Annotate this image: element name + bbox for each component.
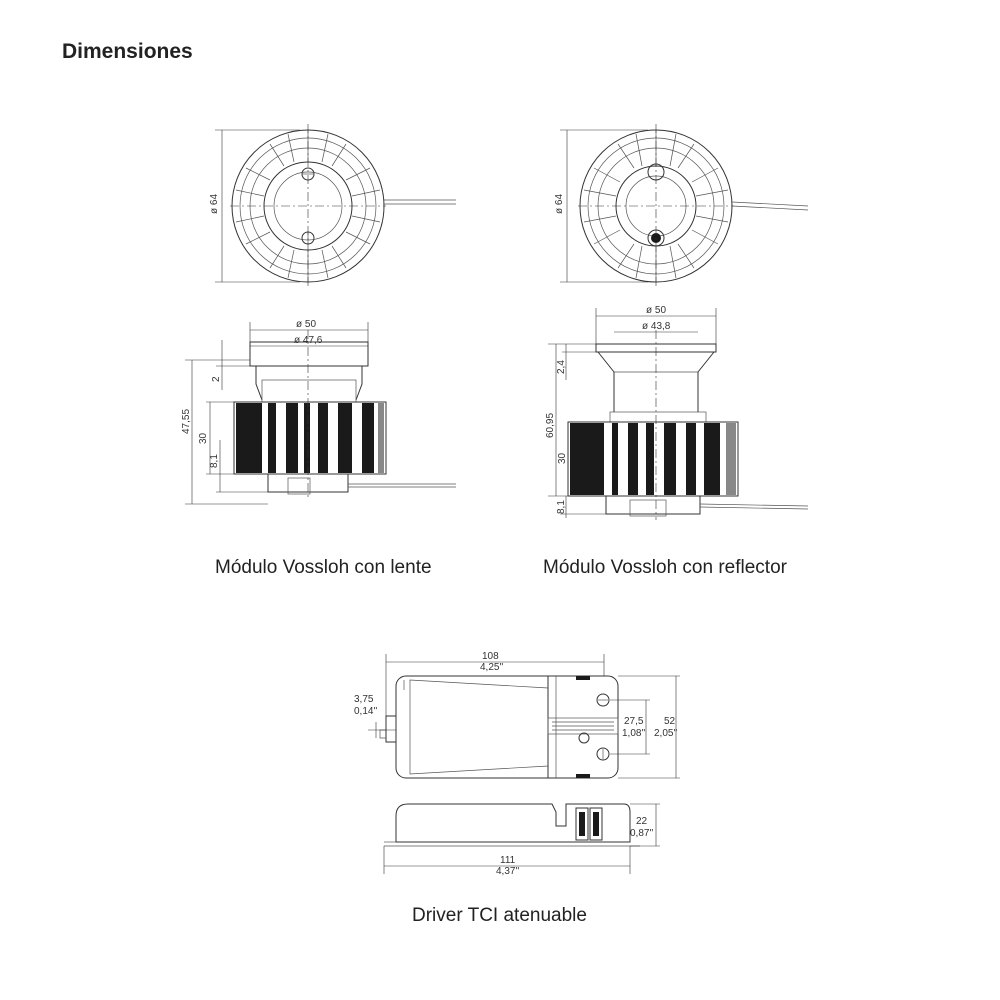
reflector-top-diameter-label: ø 64 <box>554 194 565 214</box>
lens-inner-diameter-label: ø 47,6 <box>294 335 323 346</box>
reflector-outer-diameter-label: ø 50 <box>646 305 666 316</box>
driver-hole-mm-label: 27,5 <box>624 716 644 727</box>
reflector-dim-2-4-label: 2,4 <box>556 360 567 374</box>
driver-width-in-label: 2,05'' <box>654 728 677 739</box>
reflector-module-side-view: ø 50 ø 43,8 60,95 2,4 30 8,1 <box>545 305 809 520</box>
driver-total-in-label: 4,37'' <box>496 866 519 877</box>
lens-top-diameter-label: ø 64 <box>209 194 220 214</box>
lens-outer-diameter-label: ø 50 <box>296 319 316 330</box>
lens-total-height-label: 47,55 <box>181 409 192 434</box>
driver-tab-in-label: 0,14'' <box>354 706 377 717</box>
reflector-dim-8-1-label: 8,1 <box>556 500 567 514</box>
lens-dim-30-label: 30 <box>198 432 209 444</box>
page-title: Dimensiones <box>62 40 193 63</box>
lens-heatsink-fins <box>236 403 384 473</box>
driver-total-mm-label: 111 <box>500 855 516 866</box>
driver-width-mm-label: 52 <box>664 716 676 727</box>
driver-length-mm-label: 108 <box>482 651 499 662</box>
reflector-module-top-view: ø 64 <box>554 124 809 288</box>
reflector-inner-diameter-label: ø 43,8 <box>642 321 671 332</box>
driver-side-view: 111 4,37'' 22 0,87'' <box>383 803 660 877</box>
driver-length-in-label: 4,25'' <box>480 662 503 673</box>
driver-top-view: 108 4,25'' 3,75 0,14'' 27,5 1,08'' 52 2,… <box>354 651 680 779</box>
lens-dim-8-1-label: 8,1 <box>209 454 220 468</box>
driver-hole-in-label: 1,08'' <box>622 728 645 739</box>
lens-module-top-view: ø 64 <box>209 124 456 288</box>
reflector-module-caption: Módulo Vossloh con reflector <box>543 557 787 578</box>
reflector-dim-30-label: 30 <box>557 452 568 464</box>
lens-dim-2-label: 2 <box>211 376 222 382</box>
reflector-total-height-label: 60,95 <box>545 413 556 438</box>
lens-module-caption: Módulo Vossloh con lente <box>215 557 432 578</box>
lens-module-side-view: ø 50 ø 47,6 47,55 2 30 8,1 <box>181 319 456 505</box>
driver-caption: Driver TCI atenuable <box>412 905 587 926</box>
driver-height-in-label: 0,87'' <box>630 828 653 839</box>
reflector-heatsink-fins <box>570 423 736 495</box>
driver-height-mm-label: 22 <box>636 816 648 827</box>
driver-tab-mm-label: 3,75 <box>354 694 374 705</box>
